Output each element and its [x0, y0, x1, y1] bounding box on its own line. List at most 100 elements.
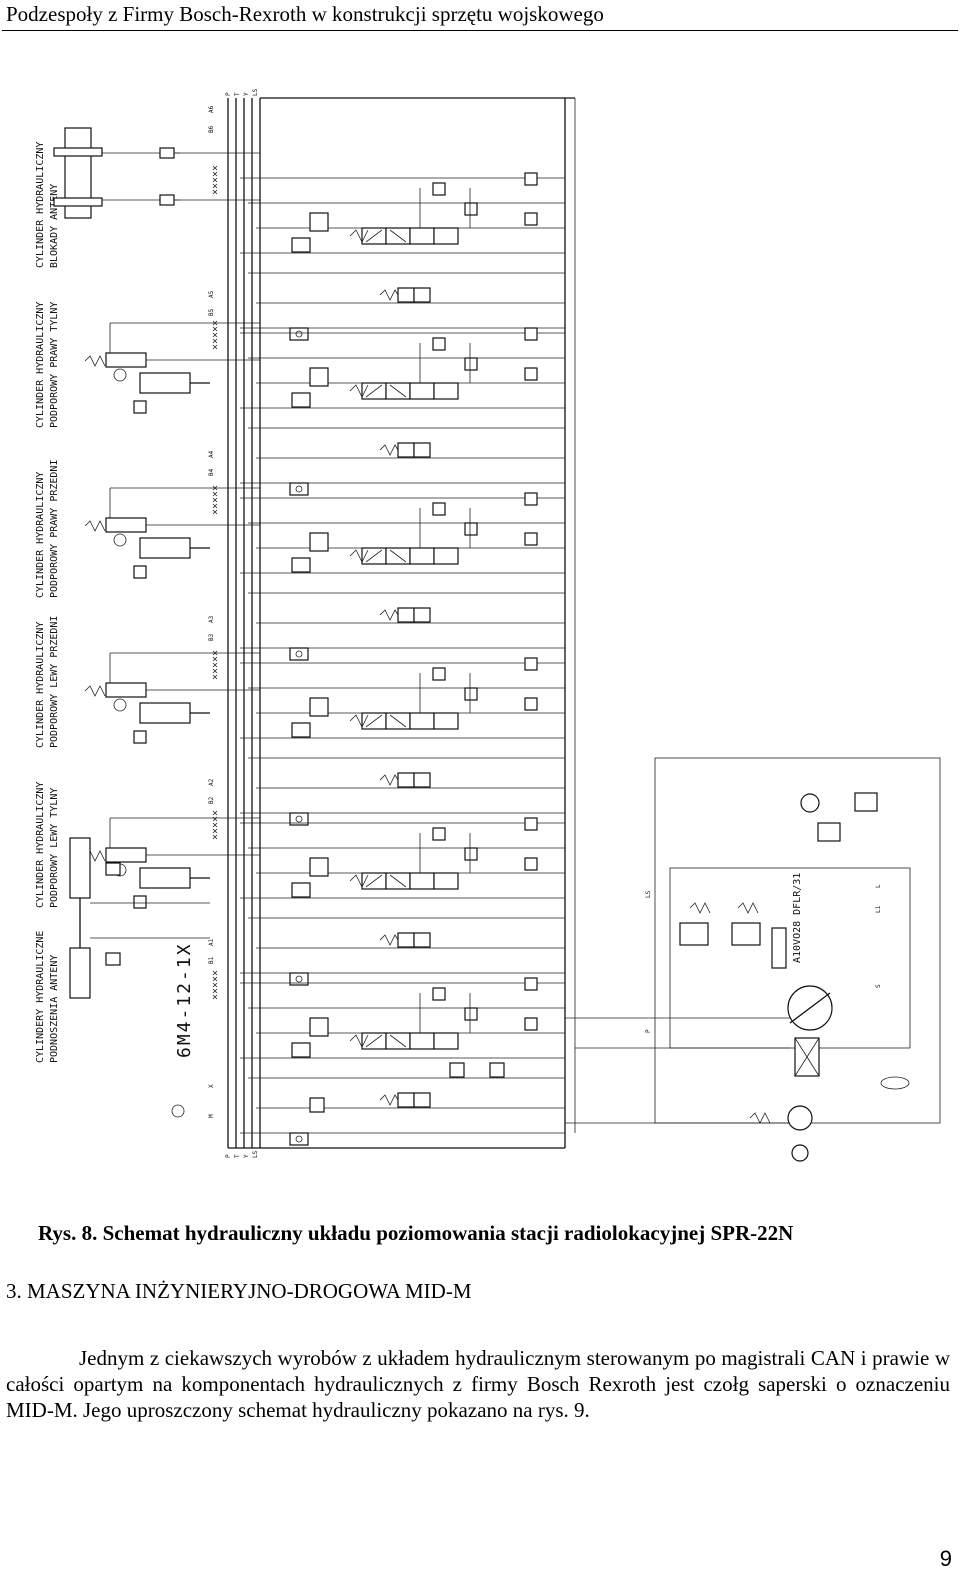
spring-symbol [379, 1094, 399, 1106]
pilot-valve [291, 1042, 311, 1058]
relief-valve [524, 657, 538, 671]
control-valve [105, 847, 147, 863]
pilot-valve [309, 857, 329, 877]
displacement-cylinder [771, 927, 787, 969]
flow-arrow [365, 229, 407, 243]
lock-valve [159, 194, 175, 206]
filter [817, 822, 841, 842]
port-marker [212, 822, 218, 828]
valve-spool [409, 227, 435, 245]
valve-section [212, 485, 565, 661]
relief-valve [464, 687, 478, 701]
relief-valve [524, 172, 538, 186]
relief-valve [464, 1007, 478, 1021]
valve-spool [433, 1032, 459, 1050]
compensator [397, 287, 415, 303]
compensator [413, 287, 431, 303]
pilot-valve [291, 882, 311, 898]
filter-cross [794, 1037, 820, 1077]
check-ball [295, 975, 303, 983]
port-marker [212, 970, 218, 976]
flow-arrow [365, 549, 407, 563]
port-label: B4 [208, 468, 215, 476]
pressure-sensor [133, 565, 147, 579]
cylinder-label-subtitle: PODNOSZENIA ANTENY [49, 955, 60, 1063]
spring-symbol [379, 289, 399, 301]
valve-block-code: 6M4-12-1X [174, 942, 195, 1058]
spring-symbol [737, 902, 759, 914]
flow-arrow [365, 874, 407, 888]
relief-valve [524, 1017, 538, 1031]
port-label: A2 [208, 778, 215, 786]
cylinder-barrel [69, 947, 91, 999]
spring-symbol [349, 714, 369, 728]
check-valve [289, 327, 309, 341]
control-valve [105, 517, 147, 533]
relief-valve [432, 987, 446, 1001]
pilot-valve [291, 392, 311, 408]
pump-port-label: S [875, 984, 882, 988]
relief-valve [524, 367, 538, 381]
pump-label: A10VO28 DFLR/31 [792, 873, 803, 963]
lock-valve [105, 952, 121, 966]
pump-unit [171, 757, 941, 1162]
cylinder-barrel [139, 537, 191, 559]
port-label-top: LS [252, 88, 259, 96]
tank-symbol [880, 1076, 910, 1090]
cylinder-label-title: CYLINDERY HYDRAULICZNE [35, 931, 46, 1063]
valve-spool [433, 872, 459, 890]
port-marker [212, 491, 218, 497]
port-label: M [208, 1114, 215, 1118]
compensator [413, 1092, 431, 1108]
control-valve [105, 682, 147, 698]
check-ball [295, 1135, 303, 1143]
valve-section [212, 650, 565, 826]
cylinder-label-title: CYLINDER HYDRAULICZNY [35, 302, 46, 428]
gauge [113, 368, 127, 382]
compensator [397, 442, 415, 458]
spring-symbol [84, 685, 106, 697]
valve-spool [409, 547, 435, 565]
relief-valve [464, 522, 478, 536]
relief-valve [524, 817, 538, 831]
check-ball [295, 650, 303, 658]
pilot-valve [291, 722, 311, 738]
relief-valve [432, 182, 446, 196]
relief-valve [309, 1097, 325, 1113]
cylinder-barrel [139, 867, 191, 889]
cylinder-label-title: CYLINDER HYDRAULICZNY [35, 622, 46, 748]
valve-spool [409, 872, 435, 890]
relief-valve [464, 202, 478, 216]
motor-drive [791, 1144, 809, 1162]
hydraulic-cylinder [84, 322, 260, 414]
relief-valve [449, 1062, 465, 1078]
lock-valve [159, 147, 175, 159]
pump-port-label: L [875, 884, 882, 888]
spring-symbol [349, 1034, 369, 1048]
compensator [413, 772, 431, 788]
pressure-gauge [800, 793, 820, 813]
hydraulic-cylinder [84, 817, 260, 909]
gauge [113, 698, 127, 712]
body-paragraph: Jednym z ciekawszych wyrobów z układem h… [6, 1346, 950, 1422]
port-marker [212, 834, 218, 840]
compensator [413, 607, 431, 623]
feed-line [109, 487, 195, 518]
page-number: 9 [939, 1546, 952, 1571]
valve-spool [409, 1032, 435, 1050]
pilot-valve [309, 532, 329, 552]
cylinder-barrel [139, 372, 191, 394]
spring-symbol [379, 934, 399, 946]
pump-frame-inner [669, 867, 911, 1049]
pump-controller [731, 922, 761, 946]
compensator [397, 772, 415, 788]
relief-valve [464, 847, 478, 861]
port-marker [212, 165, 218, 171]
valve-spool [409, 382, 435, 400]
gauge [113, 533, 127, 547]
flow-arrow [365, 714, 407, 728]
relief-valve [489, 1062, 505, 1078]
port-marker [212, 828, 218, 834]
